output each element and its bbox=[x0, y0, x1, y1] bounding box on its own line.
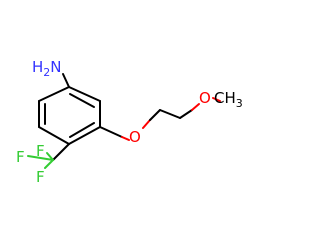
ring-double-bond bbox=[69, 93, 95, 108]
structure-diagram: H2N O O CH3 F F F bbox=[16, 58, 243, 186]
cf-bond bbox=[44, 159, 54, 169]
ring-double-bond bbox=[69, 122, 95, 138]
amine-label: H2N bbox=[32, 58, 62, 79]
chain-bond bbox=[121, 136, 130, 141]
fluorine-label: F bbox=[36, 142, 45, 160]
methyl-label: CH3 bbox=[214, 89, 243, 110]
methoxypropoxy-chain bbox=[99, 97, 221, 141]
ring-bond bbox=[68, 86, 101, 102]
chain-bond bbox=[149, 109, 161, 121]
chain-bond bbox=[142, 119, 151, 129]
chain-bond bbox=[179, 109, 193, 119]
ring-bond bbox=[68, 126, 101, 145]
trifluoromethyl-group bbox=[27, 143, 70, 169]
amine-bond bbox=[62, 73, 70, 88]
ring-bond bbox=[38, 86, 70, 102]
cf-bond bbox=[27, 155, 54, 161]
ring-bond bbox=[38, 126, 70, 145]
methoxy-oxygen-label: O bbox=[199, 89, 211, 107]
chain-bond bbox=[191, 103, 200, 111]
benzene-ring bbox=[38, 86, 101, 145]
chain-bond bbox=[212, 97, 221, 102]
ether-oxygen-label: O bbox=[129, 128, 141, 146]
cf3-bond bbox=[52, 143, 70, 161]
chain-bond bbox=[159, 109, 181, 119]
fluorine-label: F bbox=[16, 148, 25, 166]
chain-bond bbox=[99, 126, 123, 138]
fluorine-label: F bbox=[36, 168, 45, 186]
